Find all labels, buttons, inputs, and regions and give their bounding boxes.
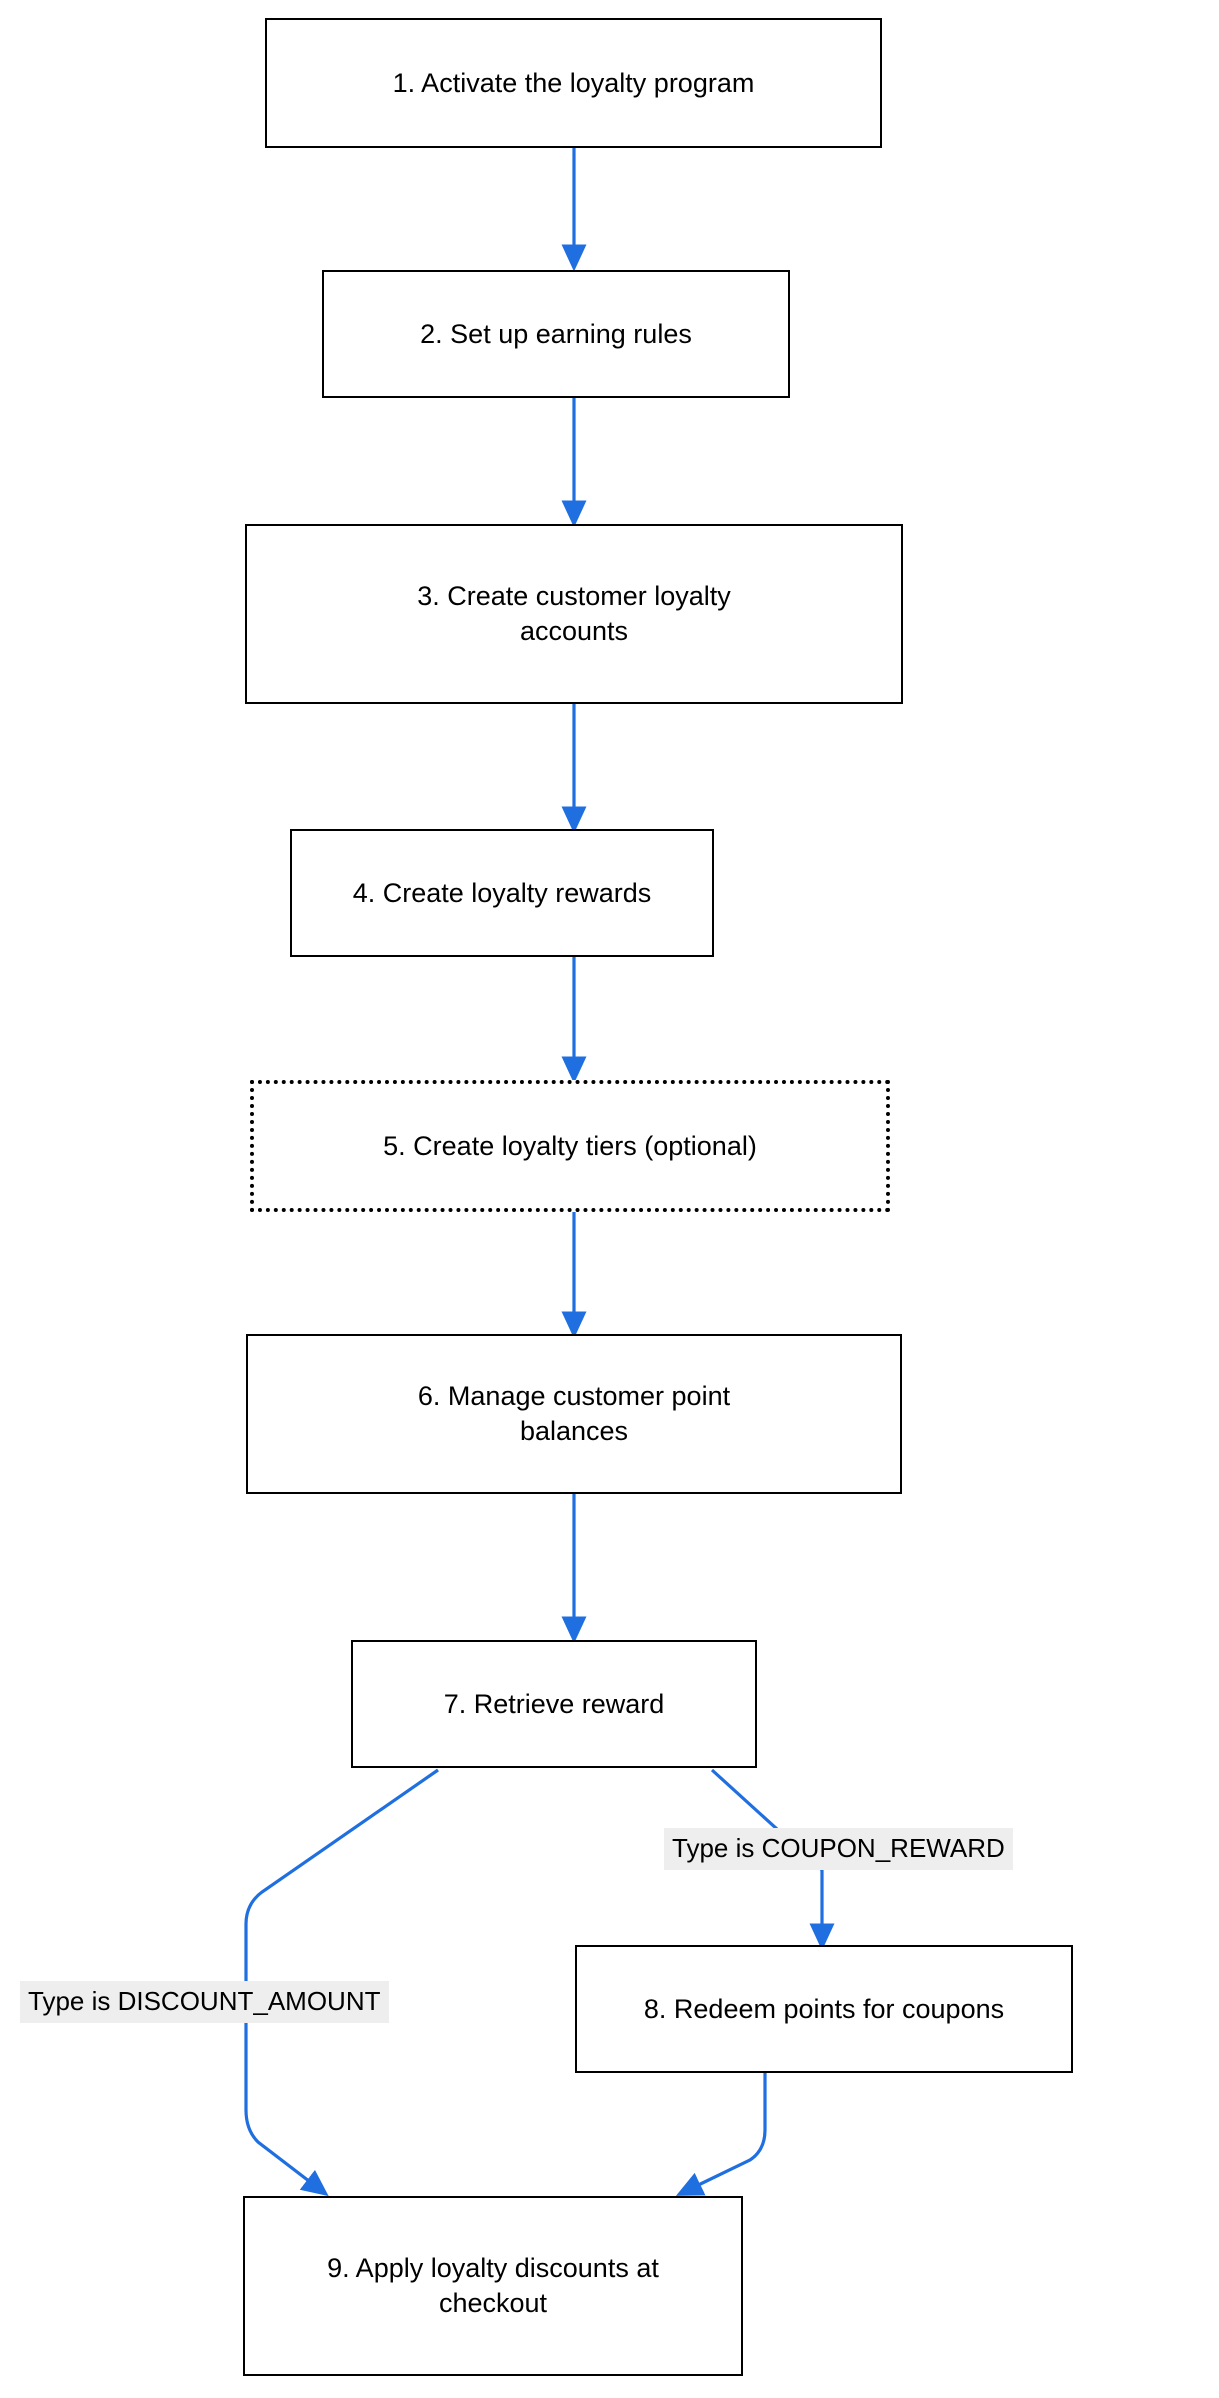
node-label: 4. Create loyalty rewards	[352, 877, 652, 908]
node-set-up-earning-rules[interactable]: 2. Set up earning rules	[322, 270, 790, 398]
node-activate-loyalty-program[interactable]: 1. Activate the loyalty program	[265, 18, 882, 148]
node-label: 7. Retrieve reward	[443, 1688, 665, 1719]
node-create-customer-loyalty-accounts[interactable]: 3. Create customer loyalty accounts	[245, 524, 903, 704]
node-create-loyalty-rewards[interactable]: 4. Create loyalty rewards	[290, 829, 714, 957]
edge-label-coupon-reward: Type is COUPON_REWARD	[664, 1828, 1013, 1870]
node-label: 9. Apply loyalty discounts at checkout	[327, 2253, 659, 2318]
node-label: 1. Activate the loyalty program	[392, 67, 755, 98]
node-label: 5. Create loyalty tiers (optional)	[383, 1130, 757, 1161]
node-label: 6. Manage customer point balances	[417, 1381, 731, 1446]
node-retrieve-reward[interactable]: 7. Retrieve reward	[351, 1640, 757, 1768]
edge-n7-n9	[244, 1768, 439, 2197]
node-label: 2. Set up earning rules	[420, 318, 692, 349]
edge-n7-n8	[710, 1768, 835, 1951]
node-manage-customer-point-balances[interactable]: 6. Manage customer point balances	[246, 1334, 902, 1494]
node-label: 8. Redeem points for coupons	[643, 1993, 1005, 2024]
node-label: 3. Create customer loyalty accounts	[417, 581, 731, 646]
node-redeem-points-for-coupons[interactable]: 8. Redeem points for coupons	[575, 1945, 1073, 2073]
node-create-loyalty-tiers-optional[interactable]: 5. Create loyalty tiers (optional)	[250, 1080, 890, 1212]
edge-label-discount-amount: Type is DISCOUNT_AMOUNT	[20, 1981, 389, 2023]
node-apply-loyalty-discounts-at-checkout[interactable]: 9. Apply loyalty discounts at checkout	[243, 2196, 743, 2376]
edge-n8-n9	[675, 2073, 767, 2196]
